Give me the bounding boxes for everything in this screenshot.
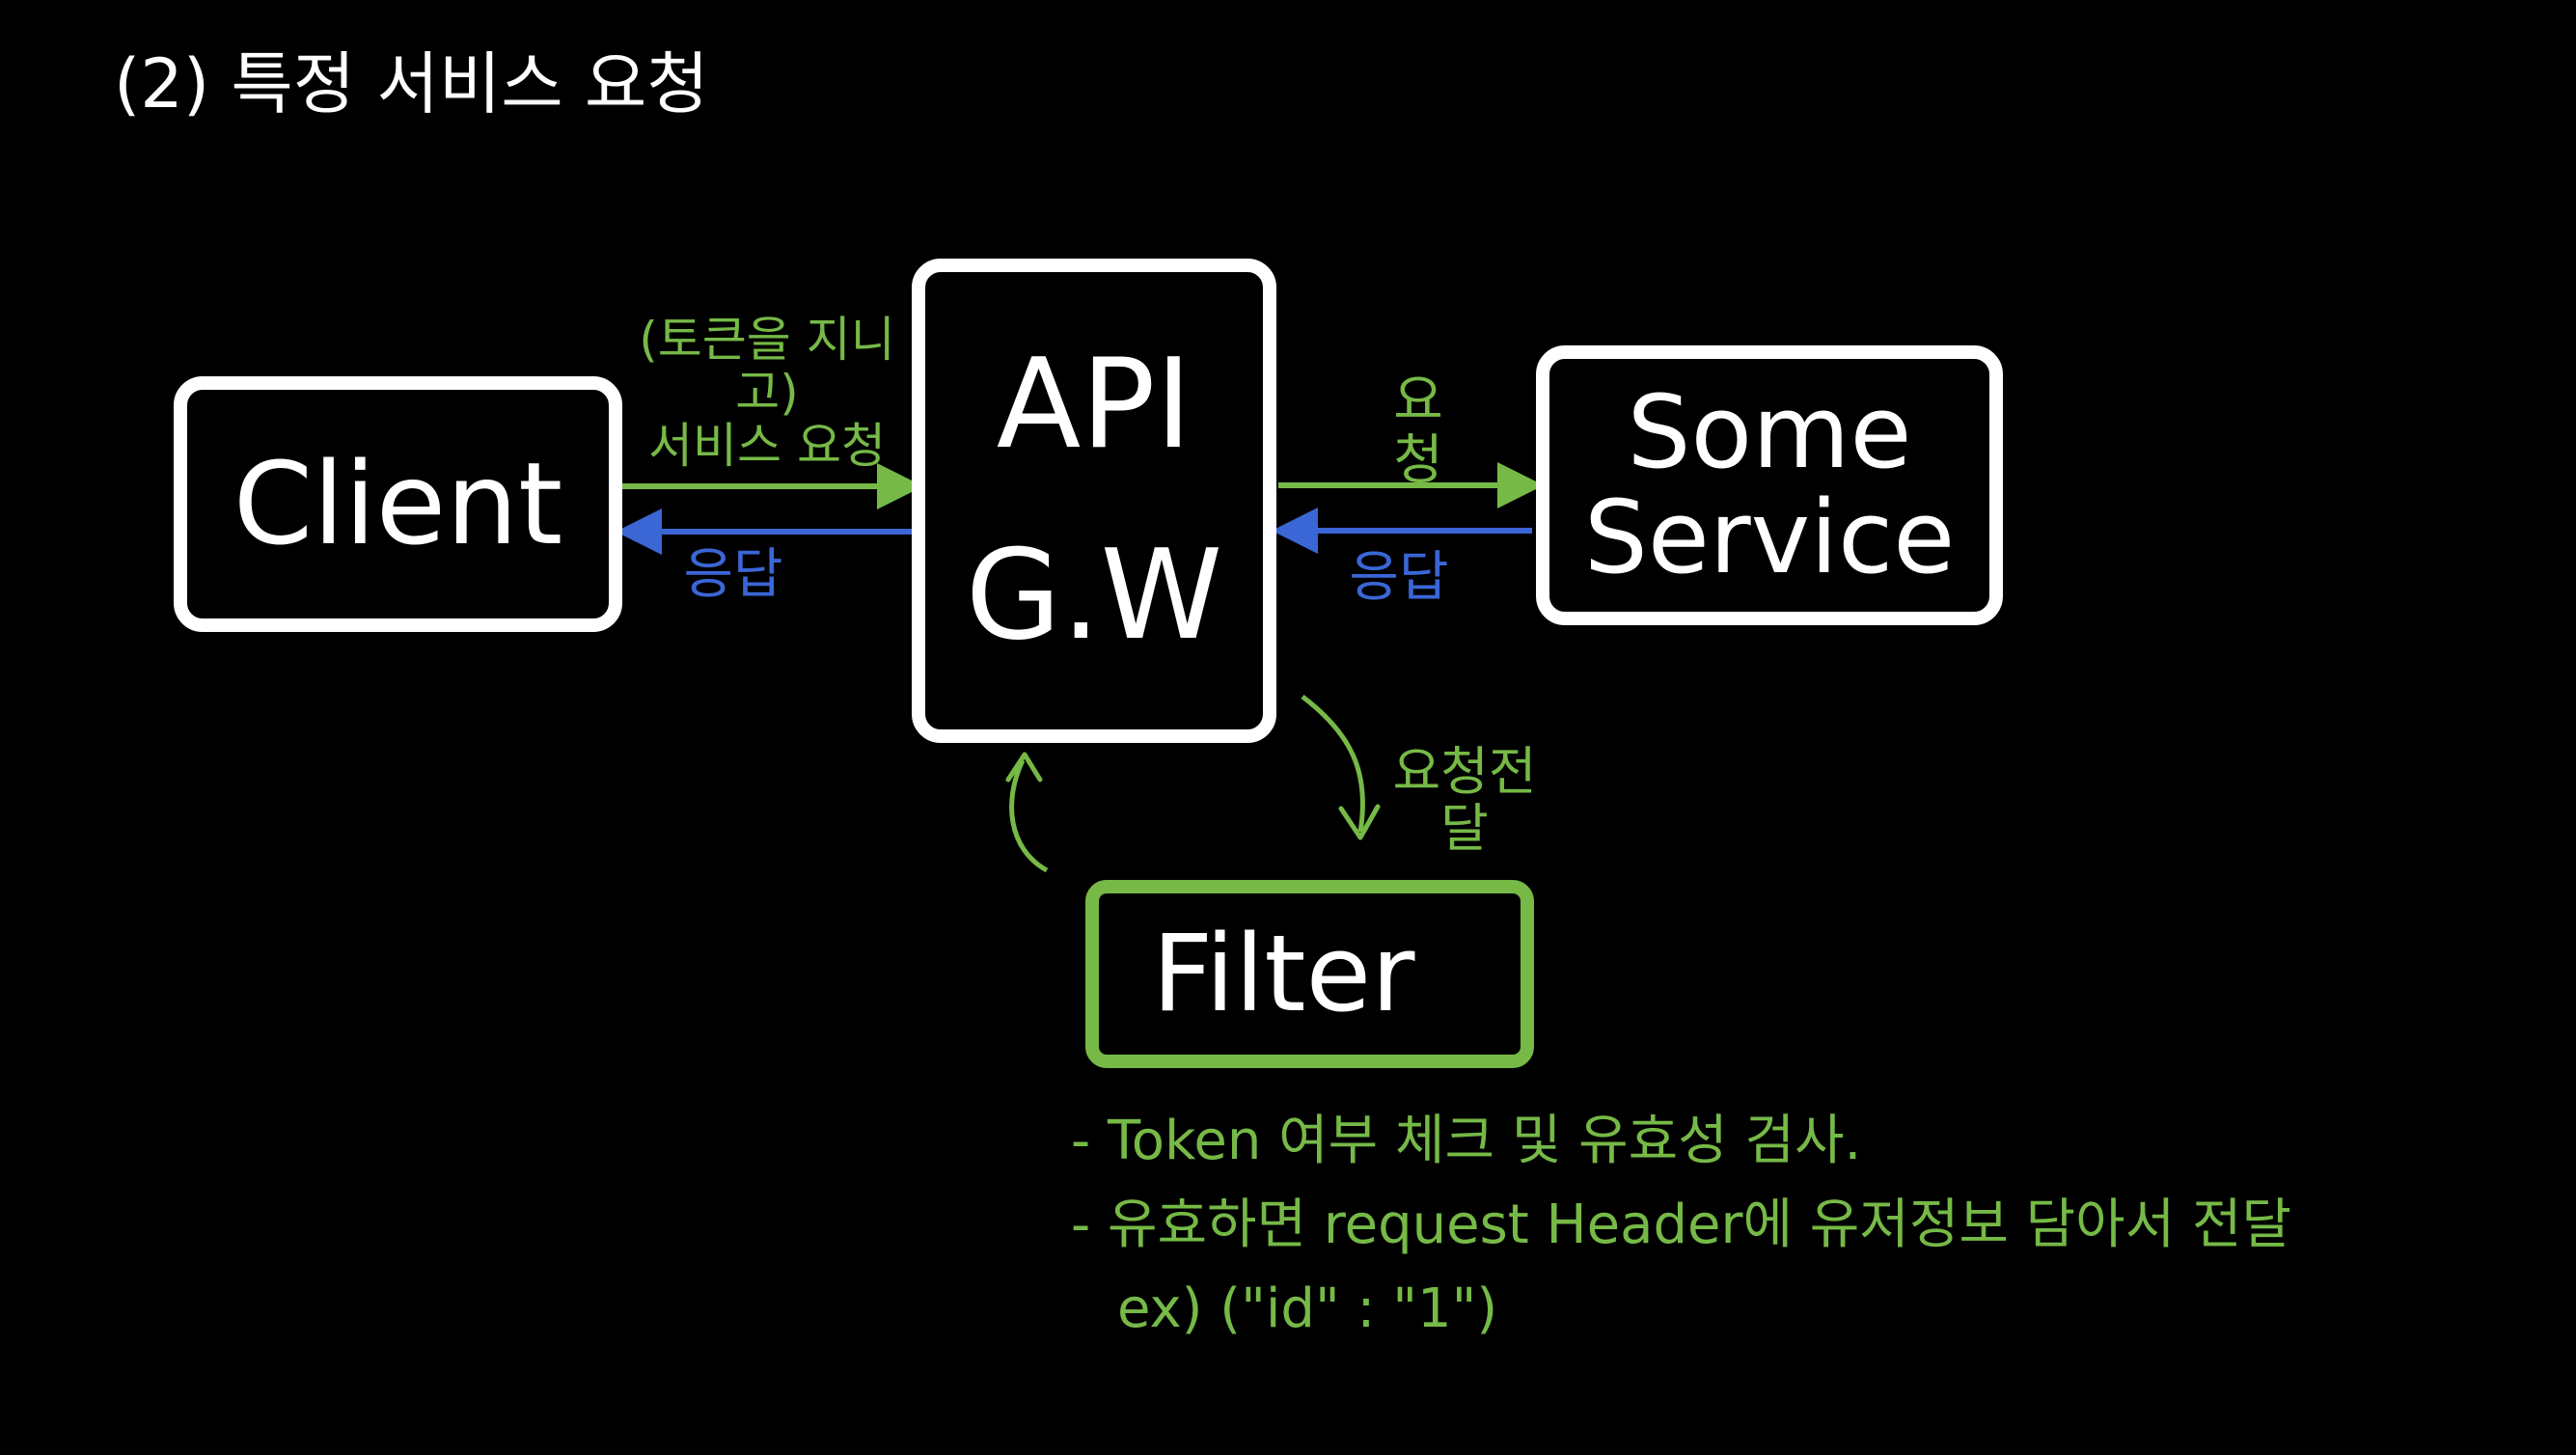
service-response-label: 응답 (1349, 546, 1449, 609)
filter-label: Filter (1152, 911, 1415, 1035)
note-example: ex) ("id" : "1") (1117, 1277, 1498, 1340)
service-request-label: 요청 (1393, 370, 1443, 492)
filter-to-gateway-arrowhead (1005, 752, 1043, 782)
gateway-to-filter-arrowhead (1338, 804, 1381, 840)
filter-notes: - Token 여부 체크 및 유효성 검사. - 유효하면 request H… (1071, 1100, 2291, 1351)
page-title: (2) 특정 서비스 요청 (114, 44, 709, 124)
some-service-node: Some Service (1536, 345, 2003, 625)
filter-to-gateway-arrow (1009, 758, 1049, 873)
some-service-label: Some Service (1583, 372, 1956, 596)
note-token-check: - Token 여부 체크 및 유효성 검사. (1071, 1110, 1862, 1172)
filter-node: Filter (1085, 880, 1534, 1068)
forward-to-filter-label: 요청전달 (1392, 741, 1537, 860)
api-gateway-node: API G.W (912, 259, 1276, 743)
client-request-label: (토큰을 지니고) 서비스 요청 (639, 312, 895, 474)
client-response-label: 응답 (683, 543, 783, 606)
note-header-forward: - 유효하면 request Header에 유저정보 담아서 전달 (1071, 1193, 2292, 1256)
gateway-to-filter-arrow (1301, 695, 1365, 833)
client-label: Client (233, 436, 563, 570)
api-gateway-label: API G.W (965, 332, 1223, 668)
client-node: Client (174, 376, 622, 632)
